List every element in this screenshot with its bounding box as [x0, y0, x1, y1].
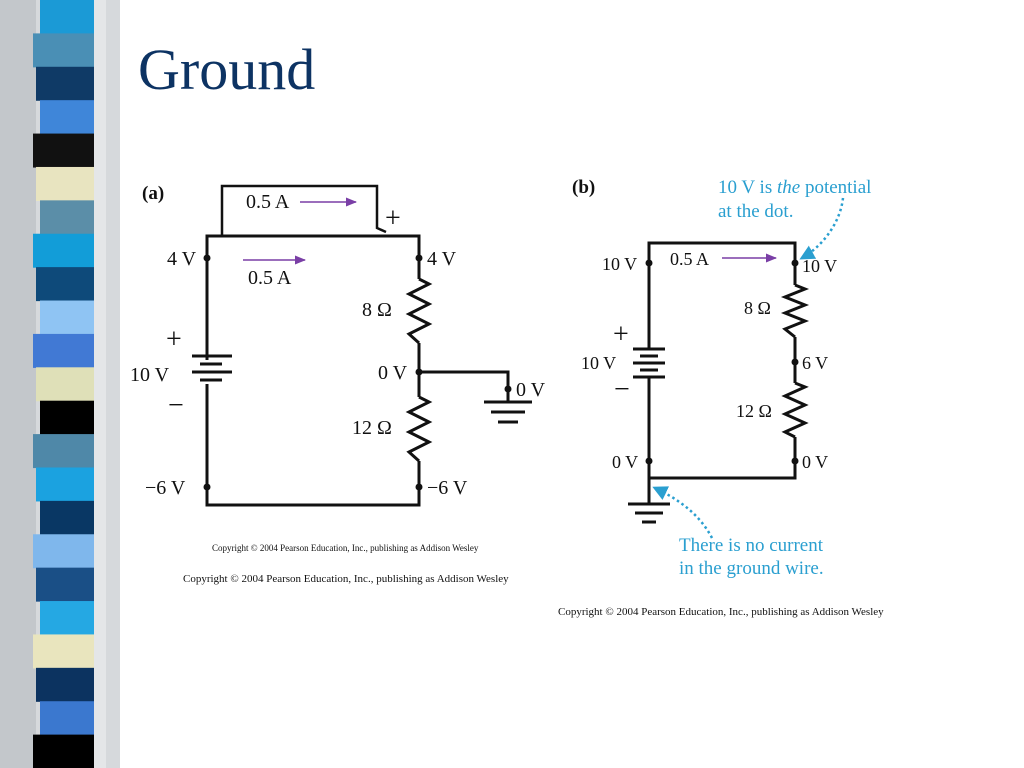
side-strip-block	[40, 601, 94, 636]
resistor-bottom-label-b: 12 Ω	[736, 401, 772, 421]
battery-minus-sign-a: −	[168, 390, 184, 421]
battery-plus-sign-a: +	[166, 324, 182, 355]
ground-wire-a	[419, 370, 510, 402]
side-strip-block	[33, 634, 94, 669]
note-potential-arrow	[799, 197, 845, 260]
ammeter-loop	[220, 184, 387, 236]
ground-node-a	[504, 385, 512, 393]
resistor-bottom-label-a: 12 Ω	[352, 417, 392, 439]
potential-bottom-right-b: 0 V	[802, 452, 828, 472]
potential-mid-a: 0 V	[378, 362, 408, 384]
copyright-large-a: Copyright © 2004 Pearson Education, Inc.…	[183, 573, 509, 585]
node-top-left-a	[203, 254, 211, 262]
resistor-12-ohm-a	[405, 395, 433, 463]
battery-minus-sign-b: −	[614, 374, 630, 405]
note-ground-line2: in the ground wire.	[679, 558, 824, 579]
node-mid-b	[791, 358, 799, 366]
battery-emf-b: 10 V	[581, 353, 616, 373]
battery-a	[192, 354, 232, 382]
side-strip-block	[33, 333, 94, 368]
side-strip-block	[36, 567, 94, 602]
side-strip-block	[40, 701, 94, 736]
note-ground-arrow	[652, 486, 714, 539]
diagram-b: (b) 10 V is the potential at the dot. + …	[558, 177, 884, 618]
ammeter-reading: 0.5 A	[246, 191, 290, 213]
side-strip-block	[40, 500, 94, 535]
ammeter-plus-sign: +	[385, 203, 401, 234]
side-strip-block	[36, 367, 94, 402]
side-strip-block	[36, 267, 94, 302]
loop-current-b: 0.5 A	[670, 249, 709, 269]
battery-b	[633, 347, 665, 379]
note-ground-line1: There is no current	[679, 535, 824, 556]
wire-bottom-b	[647, 377, 797, 480]
note-potential-line2: at the dot.	[718, 201, 793, 222]
resistor-top-label-a: 8 Ω	[362, 299, 392, 321]
potential-bottom-right-a: −6 V	[427, 477, 468, 499]
node-mid-a	[415, 368, 423, 376]
node-bottom-right-b	[791, 457, 799, 465]
resistor-12-ohm-b	[781, 381, 809, 439]
loop-current-a: 0.5 A	[248, 267, 292, 289]
potential-bottom-left-b: 0 V	[612, 452, 638, 472]
side-strip-block	[33, 33, 94, 68]
side-strip-block	[40, 0, 94, 34]
side-strip-block	[36, 467, 94, 502]
node-top-left-b	[645, 259, 653, 267]
node-top-right-a	[415, 254, 423, 262]
side-strip-block	[40, 300, 94, 335]
copyright-b: Copyright © 2004 Pearson Education, Inc.…	[558, 606, 884, 618]
node-bottom-left-a	[203, 483, 211, 491]
side-strip-block	[33, 133, 94, 168]
diagram-b-panel-label: (b)	[572, 177, 595, 198]
resistor-top-label-b: 8 Ω	[744, 298, 771, 318]
wire-bottom-a	[205, 384, 421, 507]
resistor-8-ohm-a	[405, 277, 433, 345]
node-top-right-b	[791, 259, 799, 267]
ground-symbol-a	[484, 400, 532, 424]
node-bottom-right-a	[415, 483, 423, 491]
side-strip-block	[40, 200, 94, 235]
potential-top-right-b: 10 V	[802, 256, 837, 276]
copyright-small-a: Copyright © 2004 Pearson Education, Inc.…	[212, 543, 479, 553]
node-bottom-left-b	[645, 457, 653, 465]
resistor-8-ohm-b	[780, 283, 810, 339]
diagram-a: (a) 0.5 A + + 10 V − 0 V	[130, 183, 546, 585]
side-strip-block	[36, 66, 94, 101]
side-strip-block	[33, 734, 94, 768]
potential-bottom-left-a: −6 V	[145, 477, 186, 499]
side-strip-block	[40, 100, 94, 135]
side-strip-block	[40, 400, 94, 435]
diagram-a-panel-label: (a)	[142, 183, 164, 204]
slide-title: Ground	[138, 37, 316, 102]
side-strip-block	[33, 434, 94, 469]
ground-symbol-b	[628, 502, 670, 524]
battery-emf-a: 10 V	[130, 364, 170, 386]
ground-potential-a: 0 V	[516, 379, 546, 401]
potential-mid-b: 6 V	[802, 353, 828, 373]
side-strip-block	[36, 166, 94, 201]
battery-plus-sign-b: +	[613, 319, 629, 350]
wire-top-a	[205, 234, 421, 360]
side-strip-block	[36, 667, 94, 702]
potential-top-right-a: 4 V	[427, 248, 457, 270]
side-strip-block	[33, 534, 94, 569]
potential-top-left-a: 4 V	[167, 248, 197, 270]
potential-top-left-b: 10 V	[602, 254, 637, 274]
decorative-side-strip	[0, 0, 120, 768]
note-potential-line1: 10 V is the potential	[718, 177, 871, 198]
side-strip-block	[33, 233, 94, 268]
